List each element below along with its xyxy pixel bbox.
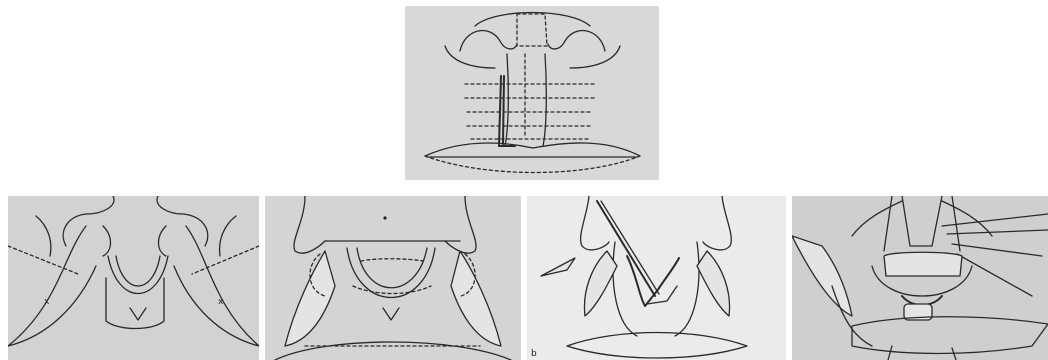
flap-incision-markings-icon: x x [8, 196, 259, 360]
flaps-elevated-dashed-outline-icon [265, 196, 521, 360]
panel-label-b: b [531, 349, 537, 359]
top-panel-lip-repair [405, 6, 659, 180]
step-1-panel: x x [8, 196, 259, 360]
lip-repair-sutured-closure-icon [405, 6, 659, 180]
step-4-panel [792, 196, 1048, 360]
marking-x-left: x [44, 297, 50, 307]
step-2-panel [265, 196, 521, 360]
step-3-panel: b [527, 196, 786, 360]
marking-x-right: x [218, 297, 224, 307]
flaps-rotated-with-instrument-icon: b [527, 196, 786, 360]
deep-layer-sutures-icon [792, 196, 1048, 360]
